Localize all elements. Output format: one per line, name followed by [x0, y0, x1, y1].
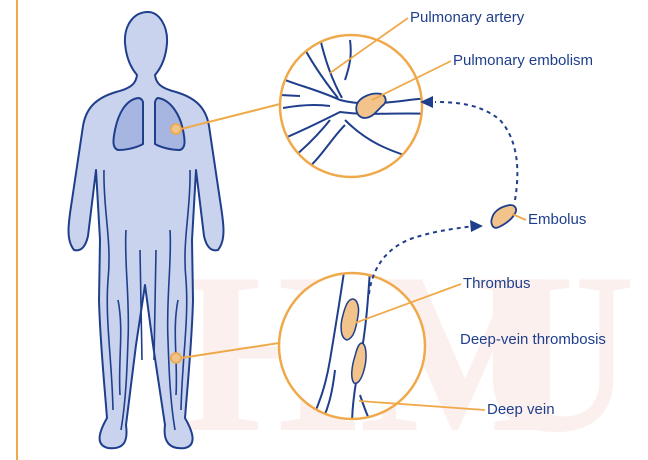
leg-marker: [171, 353, 181, 363]
leader-embolus: [512, 214, 526, 220]
label-deep-vein: Deep vein: [487, 401, 555, 419]
label-embolus: Embolus: [528, 211, 586, 229]
label-pulmonary-artery: Pulmonary artery: [410, 9, 524, 27]
label-deep-vein-thrombosis: Deep-vein thrombosis: [460, 331, 606, 349]
label-pulmonary-embolism: Pulmonary embolism: [453, 52, 593, 70]
path-embolus-to-lung: [435, 102, 517, 200]
label-thrombus: Thrombus: [463, 275, 531, 293]
lung-marker: [171, 124, 181, 134]
